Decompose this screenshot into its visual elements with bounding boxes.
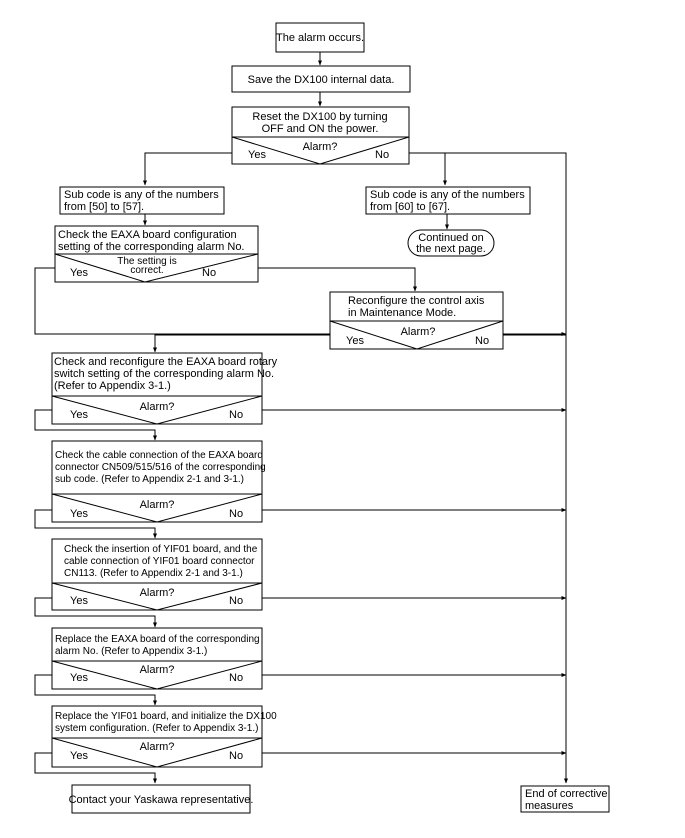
replace-eaxa-line-2: alarm No. (Refer to Appendix 3-1.): [55, 646, 207, 657]
reset-line-2: OFF and ON the power.: [262, 123, 379, 135]
yif01-insertion-line-3: CN113. (Refer to Appendix 2-1 and 3-1.): [64, 568, 243, 579]
start-label: The alarm occurs.: [276, 32, 364, 44]
yif01-insertion-yes: Yes: [70, 595, 88, 607]
cable-connection-decision: Check the cable connection of the EAXA b…: [51, 440, 266, 523]
save-data-box: Save the DX100 internal data.: [231, 65, 411, 93]
cable-connection-line-1: Check the cable connection of the EAXA b…: [55, 450, 263, 461]
connectors: [34, 52, 568, 784]
yif01-insertion-no: No: [229, 595, 243, 607]
check-config-line-1: Check the EAXA board configuration: [58, 229, 237, 241]
replace-yif01-question: Alarm?: [140, 741, 175, 753]
cable-connection-line-2: connector CN509/515/516 of the correspon…: [55, 462, 266, 473]
rotary-switch-decision: Check and reconfigure the EAXA board rot…: [51, 352, 278, 425]
sub-code-50-line-1: Sub code is any of the numbers: [64, 189, 219, 201]
end-line-2: measures: [525, 800, 574, 812]
sub-code-50-line-2: from [50] to [57].: [64, 201, 144, 213]
check-config-question-2: correct.: [130, 265, 163, 276]
check-config-no: No: [202, 267, 216, 279]
reconfigure-axis-line-2: in Maintenance Mode.: [348, 307, 456, 319]
replace-yif01-no: No: [229, 750, 243, 762]
cable-connection-yes: Yes: [70, 508, 88, 520]
contact-box: Contact your Yaskawa representative.: [69, 784, 254, 814]
yif01-insertion-decision: Check the insertion of YIF01 board, and …: [51, 538, 263, 611]
replace-yif01-line-2: system configuration. (Refer to Appendix…: [55, 723, 258, 734]
yif01-insertion-line-2: cable connection of YIF01 board connecto…: [64, 556, 255, 567]
continued-terminator: Continued on the next page.: [407, 229, 495, 257]
rotary-switch-line-2: switch setting of the corresponding alar…: [54, 368, 274, 380]
replace-eaxa-question: Alarm?: [140, 664, 175, 676]
replace-eaxa-no: No: [229, 672, 243, 684]
reset-yes: Yes: [248, 149, 266, 161]
check-config-yes: Yes: [70, 267, 88, 279]
replace-yif01-decision: Replace the YIF01 board, and initialize …: [51, 705, 277, 768]
replace-yif01-yes: Yes: [70, 750, 88, 762]
reset-no: No: [375, 149, 389, 161]
replace-eaxa-decision: Replace the EAXA board of the correspond…: [51, 627, 263, 690]
check-config-line-2: setting of the corresponding alarm No.: [58, 241, 245, 253]
yif01-insertion-line-1: Check the insertion of YIF01 board, and …: [64, 544, 258, 555]
contact-label: Contact your Yaskawa representative.: [69, 794, 254, 806]
cable-connection-question: Alarm?: [140, 499, 175, 511]
rotary-switch-question: Alarm?: [140, 401, 175, 413]
cable-connection-no: No: [229, 508, 243, 520]
reconfigure-axis-question: Alarm?: [401, 326, 436, 338]
sub-code-60-line-2: from [60] to [67].: [370, 201, 450, 213]
sub-code-60-box: Sub code is any of the numbers from [60]…: [365, 186, 531, 215]
end-line-1: End of corrective: [525, 788, 608, 800]
end-box: End of corrective measures: [520, 785, 610, 813]
rotary-switch-no: No: [229, 409, 243, 421]
reset-line-1: Reset the DX100 by turning: [252, 111, 387, 123]
reset-question: Alarm?: [303, 141, 338, 153]
replace-eaxa-line-1: Replace the EAXA board of the correspond…: [55, 634, 260, 645]
replace-yif01-line-1: Replace the YIF01 board, and initialize …: [55, 711, 277, 722]
sub-code-60-line-1: Sub code is any of the numbers: [370, 189, 525, 201]
continued-line-1: Continued on: [418, 232, 483, 244]
rotary-switch-line-1: Check and reconfigure the EAXA board rot…: [54, 356, 278, 368]
reconfigure-axis-no: No: [475, 335, 489, 347]
continued-line-2: the next page.: [416, 243, 486, 255]
reconfigure-axis-line-1: Reconfigure the control axis: [348, 295, 485, 307]
yif01-insertion-question: Alarm?: [140, 587, 175, 599]
save-data-label: Save the DX100 internal data.: [248, 74, 395, 86]
reset-decision: Reset the DX100 by turning OFF and ON th…: [231, 106, 410, 165]
reconfigure-axis-yes: Yes: [346, 335, 364, 347]
reconfigure-axis-decision: Reconfigure the control axis in Maintena…: [329, 291, 504, 350]
start-box: The alarm occurs.: [275, 22, 365, 53]
cable-connection-line-3: sub code. (Refer to Appendix 2-1 and 3-1…: [55, 474, 244, 485]
rotary-switch-line-3: (Refer to Appendix 3-1.): [54, 380, 171, 392]
replace-eaxa-yes: Yes: [70, 672, 88, 684]
sub-code-50-box: Sub code is any of the numbers from [50]…: [59, 186, 225, 215]
rotary-switch-yes: Yes: [70, 409, 88, 421]
check-config-decision: Check the EAXA board configuration setti…: [54, 225, 259, 283]
check-config-question-1: The setting is: [117, 256, 176, 267]
